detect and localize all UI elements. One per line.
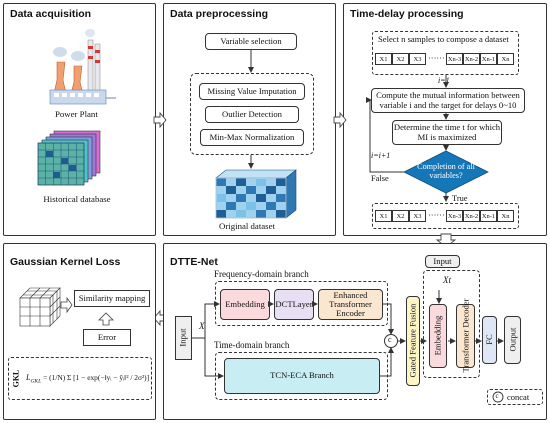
data-preprocessing-title: Data preprocessing [170,8,269,20]
determine-time-box: Determine the time t for which MI is max… [392,120,502,145]
fc-box: FC [482,316,497,364]
concat-legend-symbol-text: c [495,392,499,400]
variable-selection-box: Variable selection [205,33,297,50]
arrow-prep-to-td [333,111,347,129]
power-plant-label: Power Plant [55,109,98,119]
decoder-group [423,270,480,378]
gkl-title: Gaussian Kernel Loss [10,256,121,268]
gkl-formula-lhs: L [26,373,31,382]
top-cell-xn1: Xn-1 [480,53,497,65]
bottom-cells-ellipsis: ······ [428,211,445,220]
xt-label: Xt [443,275,451,285]
dct-layer-box: DCTLayer [274,289,314,320]
output-samples-group [372,203,519,229]
top-cells-ellipsis: ······ [428,54,445,63]
input-box: Input [175,316,192,360]
top-cell-x1: X1 [375,53,392,65]
top-cell-xn3: Xn-3 [446,53,463,65]
similarity-mapping-box: Similarity mapping [74,290,150,307]
concat-legend-text: concat [507,392,530,402]
database-label: Historical database [43,194,111,205]
gated-fusion-box: Gated Feature Fusion [406,296,420,386]
top-cell-x3: X3 [409,53,426,65]
bottom-cell-x3: X3 [409,210,426,222]
missing-value-imputation-box: Missing Value Imputation [199,83,305,100]
compute-mi-box: Compute the mutual information between v… [371,88,525,113]
true-label: True [452,194,468,203]
arrow-acq-to-prep [153,111,167,129]
minmax-normalization-box: Min-Max Normalization [200,129,304,146]
gkl-formula-rhs: = (1/N) Σ [1 − exp(−‖yᵢ − ŷᵢ‖² / 2σ²)] [43,373,150,382]
gkl-formula-sub: GKL [30,378,42,385]
decoder-box: Transformer Decoder [456,299,475,373]
data-acquisition-panel [3,3,156,236]
init-i-label: i=1 [438,76,450,85]
input2-box: Input [425,255,460,268]
concat-node-symbol: c [388,335,392,344]
outlier-detection-box: Outlier Detection [205,106,299,123]
tcn-eca-box: TCN-ECA Branch [224,358,380,394]
top-cell-xn: Xn [497,53,514,65]
enhanced-encoder-box: Enhanced Transformer Encoder [318,289,383,320]
decision-text: Completion of all variables? [417,162,475,180]
bottom-cell-xn2: Xn-2 [463,210,480,222]
bottom-cell-x2: X2 [392,210,409,222]
increment-i-label: i=i+1 [371,151,391,160]
embedding2-box: Embedding [429,304,447,368]
original-dataset-label: Original dataset [219,221,275,231]
error-box: Error [83,329,131,346]
top-cell-x2: X2 [392,53,409,65]
select-samples-group [372,31,519,75]
bottom-cell-xn3: Xn-3 [446,210,463,222]
bottom-cell-x1: X1 [375,210,392,222]
time-branch-label: Time-domain branch [214,340,290,350]
x-label: X [199,321,205,331]
preprocessing-steps-group [190,73,314,155]
bottom-cell-xn: Xn [497,210,514,222]
bottom-cell-xn1: Xn-1 [480,210,497,222]
gkl-formula: LGKL = (1/N) Σ [1 − exp(−‖yᵢ − ŷᵢ‖² / 2σ… [26,374,149,385]
gkl-formula-group [8,357,152,400]
select-samples-text: Select n samples to compose a dataset [378,34,509,44]
frequency-branch-label: Frequency-domain branch [214,269,309,279]
dtte-net-title: DTTE-Net [170,256,218,268]
concat-legend [487,389,543,405]
error-to-similarity-arrow [98,312,114,326]
cube-to-similarity-arrow [60,296,73,314]
data-acquisition-title: Data acquisition [10,8,92,20]
output-box: Output [504,316,521,364]
concat-node [384,334,398,348]
top-cell-xn2: Xn-2 [463,53,480,65]
time-delay-title: Time-delay processing [350,8,464,20]
embedding-box: Embedding [220,289,270,320]
false-label: False [371,174,389,183]
